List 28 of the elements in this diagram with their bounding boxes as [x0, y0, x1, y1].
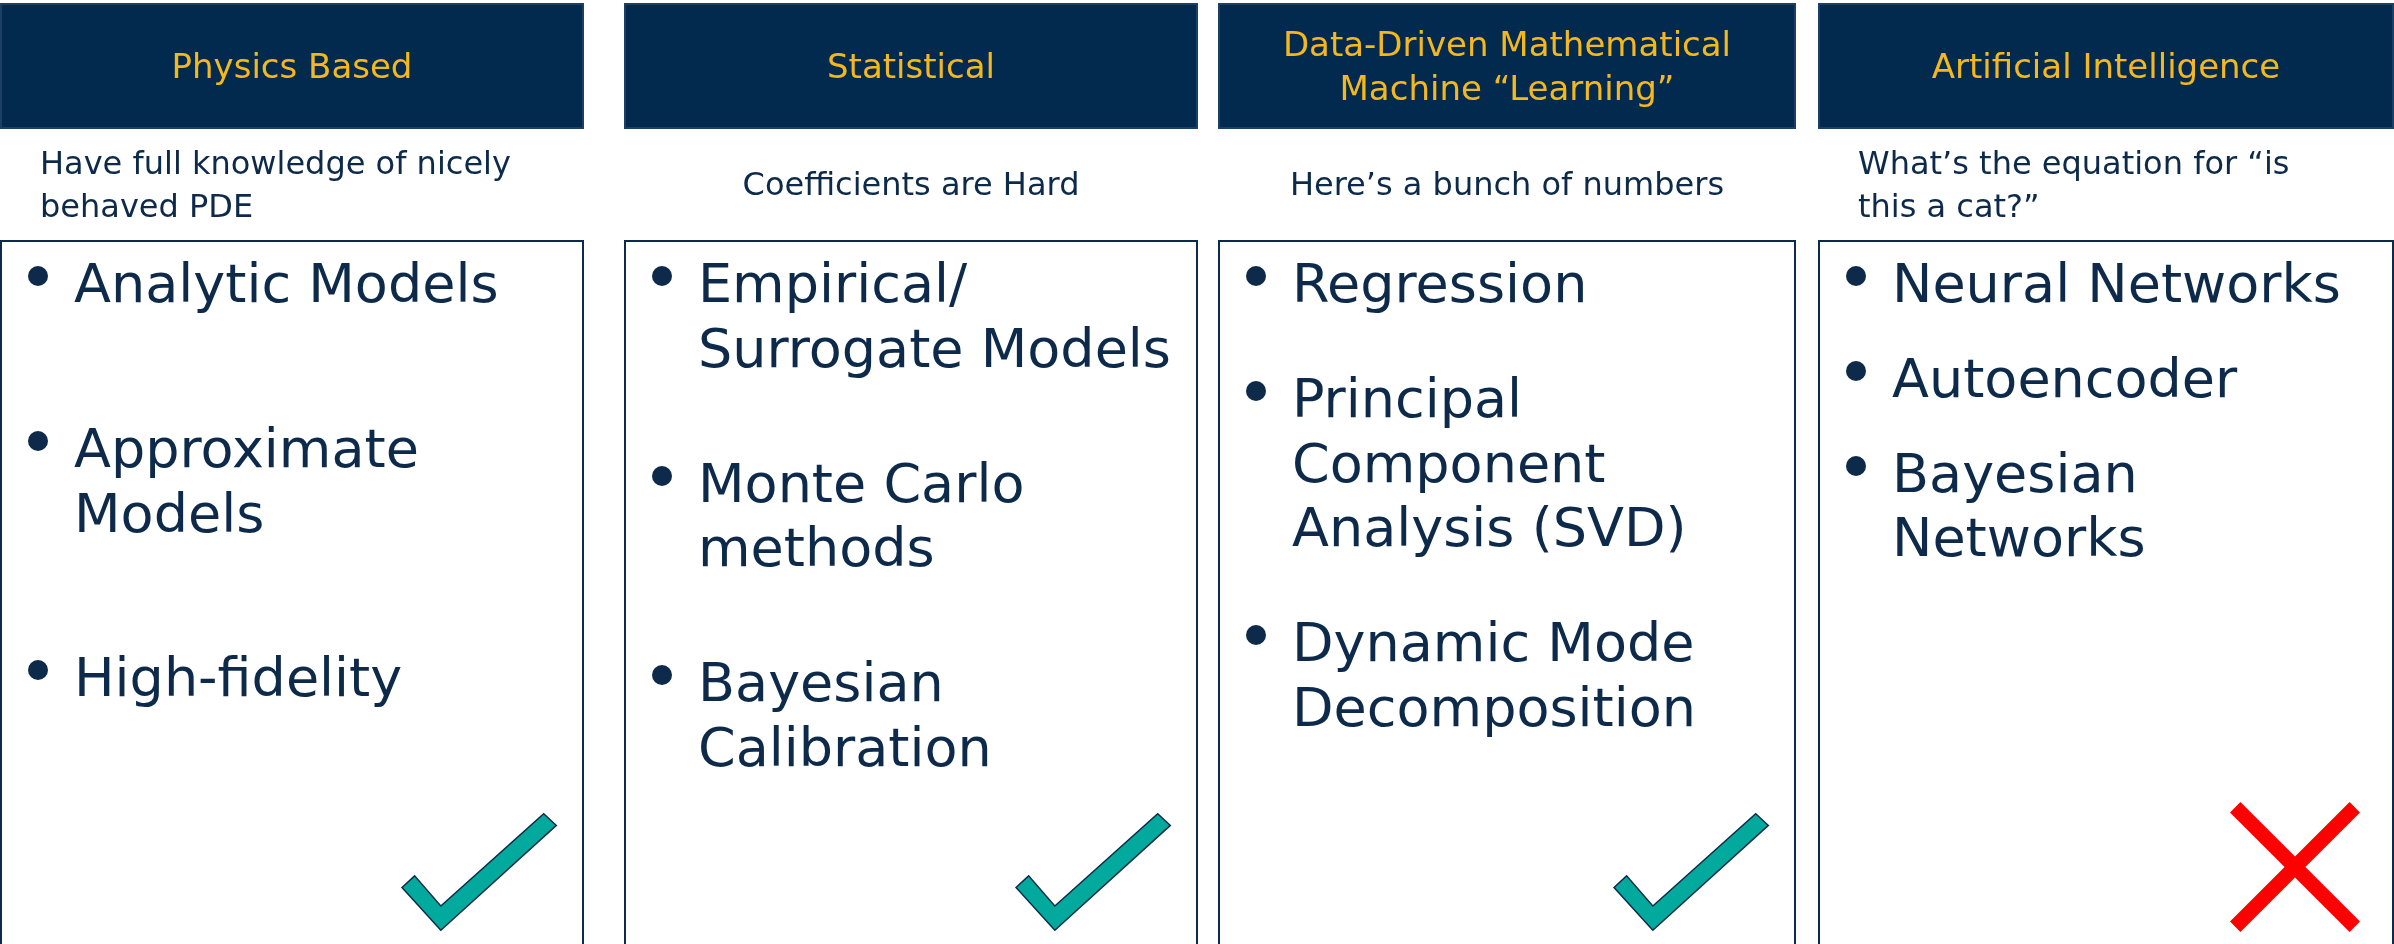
list-item: High-fidelity	[24, 646, 572, 712]
header-title: Data-Driven Mathematical Machine “Learning”	[1281, 22, 1733, 110]
list-item: Monte Carlo methods	[648, 451, 1186, 582]
column-header	[624, 3, 1198, 129]
column-subtitle: What’s the equation for “is this a cat?”	[1857, 142, 2291, 227]
list-item: Autoencoder	[1842, 346, 2382, 412]
content-panel	[624, 240, 1198, 944]
header-title: Statistical	[827, 44, 995, 88]
content-panel	[0, 240, 584, 944]
list-item: Analytic Models	[24, 252, 572, 317]
list-item: Approximate Models	[24, 416, 572, 547]
header-title: Artificial Intelligence	[1931, 44, 2281, 88]
column-subtitle: Have full knowledge of nicely behaved PDE	[39, 142, 512, 227]
content-panel	[1218, 240, 1796, 944]
list-item: Regression	[1242, 252, 1784, 317]
column-header	[1218, 3, 1796, 129]
list-item: Neural Networks	[1842, 252, 2382, 317]
column-header	[0, 3, 584, 129]
content-panel	[1818, 240, 2394, 944]
column-subtitle: Coefficients are Hard	[741, 164, 1081, 206]
header-title: Physics Based	[171, 44, 413, 88]
list-item: Principal Component Analysis (SVD)	[1242, 366, 1784, 562]
list-item: Bayesian Networks	[1842, 441, 2382, 572]
column-header	[1818, 3, 2394, 129]
list-item: Empirical/ Surrogate Models	[648, 252, 1186, 382]
list-item: Dynamic Mode Decomposition	[1242, 611, 1784, 741]
column-subtitle: Here’s a bunch of numbers	[1288, 164, 1726, 206]
list-item: Bayesian Calibration	[648, 651, 1186, 781]
